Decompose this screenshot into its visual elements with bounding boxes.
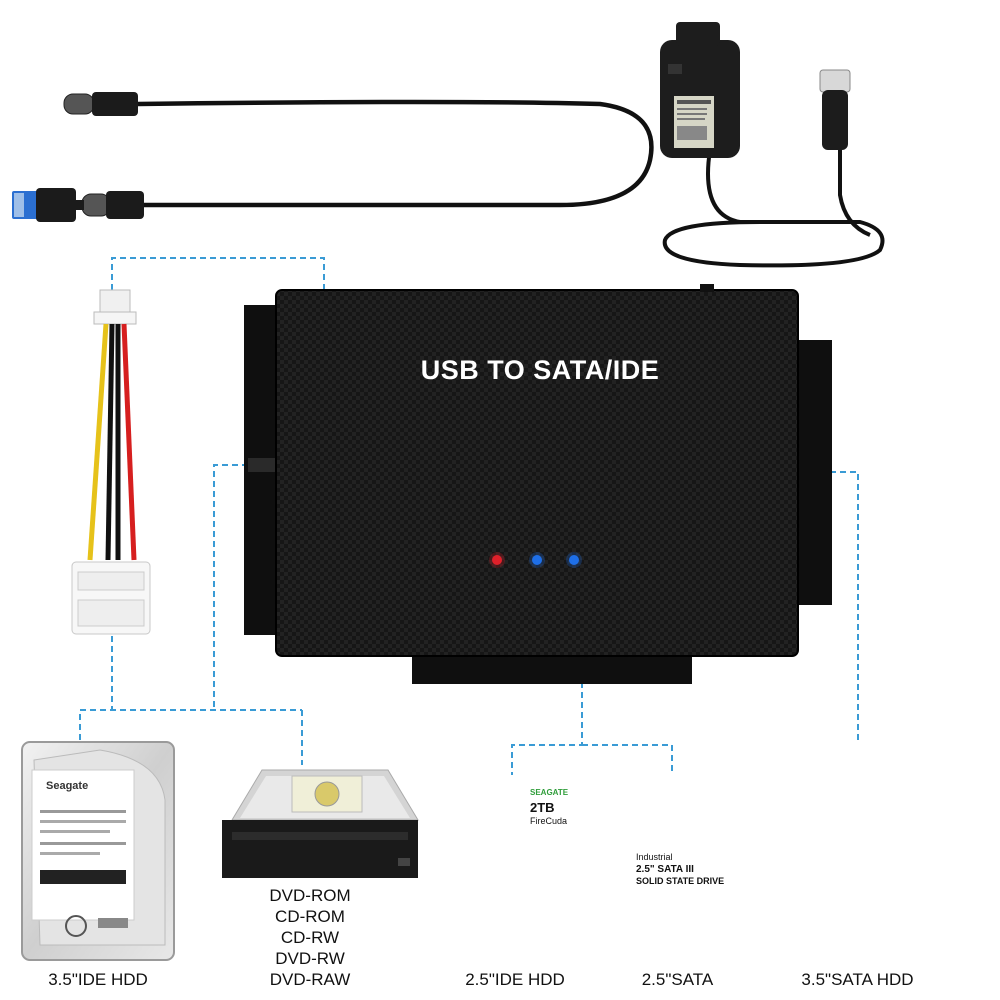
connector-lines [79, 257, 859, 775]
ssd-label-line1: Industrial [636, 852, 673, 862]
hdd-25-model: FireCuda [530, 816, 568, 826]
caption-sata-35: 3.5"SATA HDD [801, 970, 914, 989]
adapter-device [244, 284, 832, 684]
hdd-35-sata-brand: SEAGATE [822, 770, 861, 779]
caption-ide-25: 2.5"IDE HDD [465, 970, 565, 989]
power-adapter [660, 22, 885, 268]
adapter-title: USB TO SATA/IDE [420, 355, 660, 385]
format-item: CD-ROM [275, 907, 345, 926]
hdd-25-capacity: 2TB [530, 800, 555, 815]
caption-ide-35: 3.5"IDE HDD [48, 970, 148, 989]
usb-cable [12, 92, 654, 222]
ssd-label-line3: SOLID STATE DRIVE [636, 876, 725, 886]
hdd-35-sata-model: BARRACUDA [826, 826, 878, 835]
format-item: DVD-RAW [269, 970, 351, 989]
hdd-35-ide [21, 741, 175, 961]
hdd-25-brand: SEAGATE [530, 788, 569, 797]
hdd-35-ide-brand: Seagate [46, 780, 89, 792]
ssd-label-line2: 2.5" SATA III [636, 864, 694, 875]
molex-cable [71, 289, 151, 635]
optical-formats-list: DVD-ROM CD-ROM CD-RW DVD-RW DVD-RAW [240, 885, 380, 990]
format-item: DVD-RW [275, 949, 345, 968]
caption-sata-25: 2.5"SATA [641, 970, 714, 989]
dvd-drive [222, 769, 419, 878]
format-item: CD-RW [280, 928, 340, 947]
format-item: DVD-ROM [269, 886, 351, 905]
